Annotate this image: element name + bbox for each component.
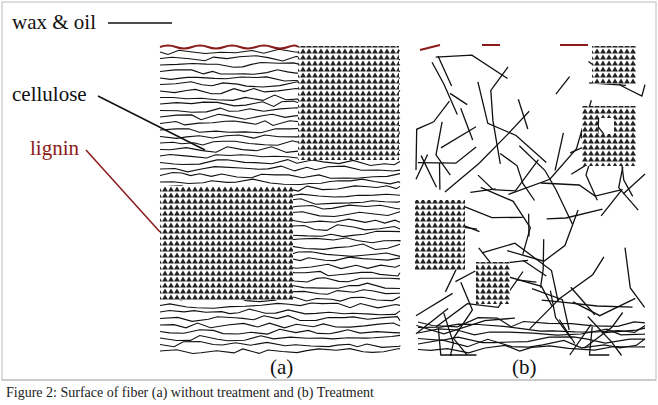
lignin-block [415, 200, 465, 270]
fiber-stroke [416, 101, 449, 170]
fiber-stroke [416, 293, 453, 315]
wax-line [560, 44, 588, 46]
fiber-stroke [160, 349, 400, 354]
wax-label: wax & oil [12, 12, 96, 33]
fiber-stroke [519, 146, 572, 225]
wax-line [160, 46, 298, 49]
fiber-stroke [160, 160, 400, 166]
leader-line [86, 150, 160, 232]
fiber-stroke [601, 189, 622, 216]
fiber-stroke [457, 204, 523, 218]
fiber-stroke [160, 173, 400, 179]
fiber-stroke [500, 153, 534, 200]
fiber-stroke [436, 122, 450, 175]
fiber-stroke [160, 309, 400, 315]
fiber-stroke [416, 154, 428, 179]
fiber-stroke [556, 77, 570, 94]
fiber-stroke [432, 62, 457, 114]
fiber-stroke [445, 111, 529, 192]
fiber-stroke [160, 335, 400, 340]
fiber-stroke [441, 127, 476, 148]
wax-layer [160, 45, 588, 50]
figure-caption: Figure 2: Surface of fiber (a) without t… [6, 385, 374, 400]
fiber-stroke [421, 156, 436, 188]
lignin-blocks [160, 46, 636, 304]
fiber-stroke [625, 248, 645, 308]
cellulose-fibers-b [416, 55, 645, 355]
lignin-block [582, 106, 636, 166]
fiber-stroke [160, 179, 400, 184]
fiber-stroke [481, 187, 531, 254]
fiber-stroke [160, 342, 400, 348]
fiber-stroke [461, 108, 473, 140]
panel-label: (a) [270, 357, 293, 378]
panel-label: (b) [512, 357, 537, 378]
lignin-block [592, 46, 636, 84]
figure-frame [2, 2, 656, 380]
fiber-stroke [619, 167, 639, 210]
leader-line [98, 96, 205, 150]
fiber-stroke [160, 323, 400, 328]
leader-line [108, 22, 172, 24]
fiber-stroke [439, 163, 441, 190]
leader-lines [86, 23, 205, 232]
lignin-block [476, 262, 510, 304]
lignin-block [298, 46, 399, 160]
lignin-block [160, 186, 293, 300]
fiber-stroke [541, 239, 544, 288]
caption-rule [2, 380, 656, 381]
fiber-stroke [418, 345, 645, 352]
lignin-label: lignin [30, 138, 79, 159]
fiber-stroke [541, 183, 621, 196]
fiber-stroke [509, 114, 587, 195]
fiber-stroke [528, 214, 530, 237]
fiber-stroke [455, 271, 475, 282]
fiber-stroke [160, 329, 400, 334]
wax-line [482, 44, 500, 46]
fiber-stroke [160, 303, 400, 308]
fiber-stroke [418, 329, 645, 335]
fiber-stroke [542, 300, 633, 307]
fiber-stroke [438, 56, 452, 86]
fiber-stroke [547, 209, 603, 219]
wax-line [420, 45, 440, 50]
cellulose-label: cellulose [12, 84, 87, 105]
fiber-stroke [588, 317, 622, 356]
fiber-stroke [518, 99, 528, 129]
fiber-stroke [160, 166, 400, 172]
fiber-stroke [160, 316, 400, 322]
fiber-stroke [478, 82, 546, 163]
